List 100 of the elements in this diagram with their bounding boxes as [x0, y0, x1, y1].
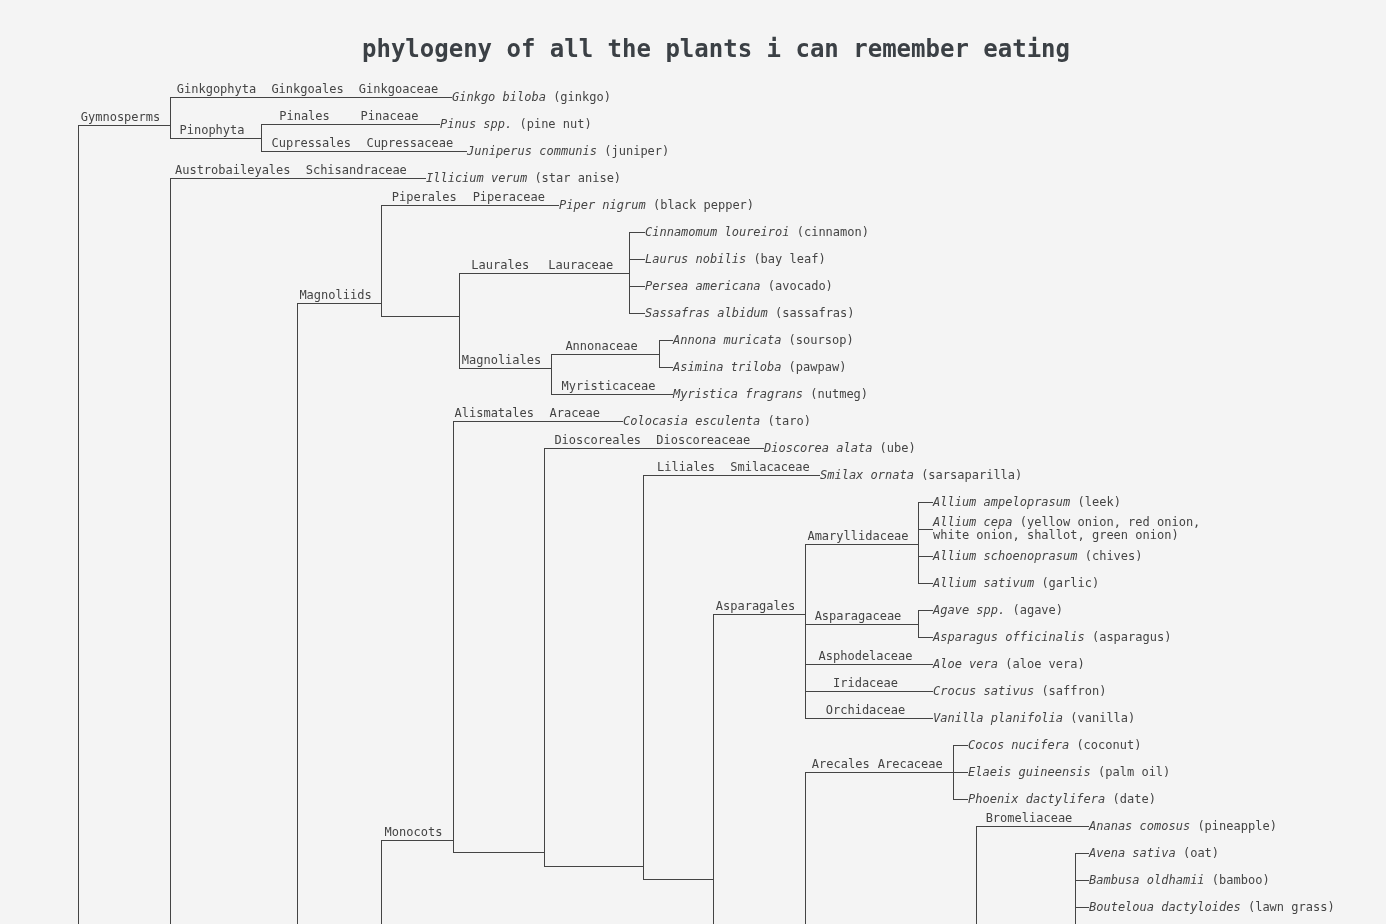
vertical-branch-line — [551, 354, 552, 395]
branch-line — [453, 852, 545, 853]
species-label: Allium schoenoprasum (chives) — [933, 549, 1143, 563]
branch-line — [805, 718, 934, 719]
branch-line — [1075, 853, 1090, 854]
vertical-branch-line — [381, 205, 382, 317]
branch-line — [805, 544, 919, 545]
species-label: Bouteloua dactyloides (lawn grass) — [1089, 900, 1335, 914]
clade-label: Cupressales Cupressaceae — [271, 137, 454, 150]
branch-line — [170, 138, 262, 139]
branch-line — [453, 421, 624, 422]
species-label: Laurus nobilis (bay leaf) — [645, 252, 826, 266]
species-label: Sassafras albidum (sassafras) — [645, 306, 855, 320]
vertical-branch-line — [297, 303, 298, 924]
species-label: Piper nigrum (black pepper) — [559, 198, 755, 212]
diagram-title: phylogeny of all the plants i can remember eating — [362, 34, 1070, 64]
branch-line — [459, 273, 630, 274]
branch-line — [629, 232, 646, 233]
vertical-branch-line — [170, 97, 171, 139]
clade-label: Myristicaceae — [561, 380, 656, 393]
vertical-branch-line — [805, 772, 806, 924]
clade-label: Annonaceae — [565, 340, 638, 353]
clade-label: Asparagales — [715, 600, 796, 613]
branch-line — [918, 529, 934, 530]
branch-line — [261, 124, 441, 125]
species-label: Allium cepa (yellow onion, red onion, white onion, shallot, green onion) — [933, 516, 1205, 542]
vertical-branch-line — [713, 614, 714, 924]
clade-label: Asphodelaceae — [818, 650, 913, 663]
vertical-branch-line — [459, 273, 460, 369]
species-label: Allium ampeloprasum (leek) — [933, 495, 1121, 509]
branch-line — [918, 583, 934, 584]
species-label: Illicium verum (star anise) — [426, 171, 622, 185]
vertical-branch-line — [953, 745, 954, 800]
species-label: Cinnamomum loureiroi (cinnamon) — [645, 225, 869, 239]
species-label: Pinus spp. (pine nut) — [440, 117, 592, 131]
vertical-branch-line — [918, 610, 919, 638]
species-label: Cocos nucifera (coconut) — [968, 738, 1142, 752]
branch-line — [659, 340, 674, 341]
branch-line — [629, 286, 646, 287]
branch-line — [551, 354, 660, 355]
clade-label: Austrobaileyales Schisandraceae — [174, 164, 407, 177]
clade-label: Monocots — [384, 826, 443, 839]
branch-line — [805, 691, 934, 692]
branch-line — [918, 556, 934, 557]
vertical-branch-line — [544, 448, 545, 867]
clade-label: Ginkgophyta Ginkgoales Ginkgoaceae — [176, 83, 439, 96]
clade-label: Pinales Pinaceae — [279, 110, 419, 123]
branch-line — [805, 772, 954, 773]
branch-line — [459, 368, 552, 369]
species-label: Aloe vera (aloe vera) — [933, 657, 1085, 671]
species-label: Bambusa oldhamii (bamboo) — [1089, 873, 1270, 887]
branch-line — [297, 303, 382, 304]
species-label: Myristica fragrans (nutmeg) — [673, 387, 869, 401]
vertical-branch-line — [261, 124, 262, 152]
species-label: Colocasia esculenta (taro) — [623, 414, 811, 428]
species-label: Agave spp. (agave) — [933, 603, 1064, 617]
clade-label: Bromeliaceae — [985, 812, 1073, 825]
branch-line — [1075, 880, 1090, 881]
clade-label: Magnoliids — [299, 289, 372, 302]
species-label: Asimina triloba (pawpaw) — [673, 360, 847, 374]
clade-label: Iridaceae — [833, 677, 898, 690]
branch-line — [381, 316, 460, 317]
vertical-branch-line — [629, 232, 630, 314]
branch-line — [78, 125, 171, 126]
branch-line — [643, 879, 714, 880]
species-label: Ananas comosus (pineapple) — [1089, 819, 1277, 833]
species-label: Avena sativa (oat) — [1089, 846, 1220, 860]
vertical-branch-line — [78, 125, 79, 924]
clade-label: Magnoliales — [461, 354, 542, 367]
branch-line — [1075, 907, 1090, 908]
branch-line — [261, 151, 468, 152]
vertical-branch-line — [659, 340, 660, 368]
species-label: Smilax ornata (sarsaparilla) — [820, 468, 1023, 482]
species-label: Persea americana (avocado) — [645, 279, 833, 293]
vertical-branch-line — [453, 421, 454, 853]
species-label: Elaeis guineensis (palm oil) — [968, 765, 1171, 779]
vertical-branch-line — [381, 840, 382, 924]
branch-line — [381, 840, 454, 841]
species-label: Crocus sativus (saffron) — [933, 684, 1107, 698]
species-label: Ginkgo biloba (ginkgo) — [452, 90, 611, 104]
clade-label: Dioscoreales Dioscoreaceae — [554, 434, 751, 447]
branch-line — [918, 637, 934, 638]
branch-line — [805, 664, 934, 665]
branch-line — [544, 448, 765, 449]
clade-label: Asparagaceae — [814, 610, 902, 623]
branch-line — [976, 826, 1090, 827]
clade-label: Piperales Piperaceae — [391, 191, 545, 204]
vertical-branch-line — [805, 544, 806, 719]
species-label: Asparagus officinalis (asparagus) — [933, 630, 1172, 644]
branch-line — [659, 367, 674, 368]
branch-line — [953, 745, 969, 746]
branch-line — [918, 610, 934, 611]
species-label: Allium sativum (garlic) — [933, 576, 1100, 590]
vertical-branch-line — [643, 475, 644, 880]
branch-line — [381, 205, 560, 206]
branch-line — [953, 772, 969, 773]
branch-line — [918, 502, 934, 503]
branch-line — [551, 394, 674, 395]
clade-label: Pinophyta — [179, 124, 245, 137]
clade-label: Arecales Arecaceae — [811, 758, 943, 771]
